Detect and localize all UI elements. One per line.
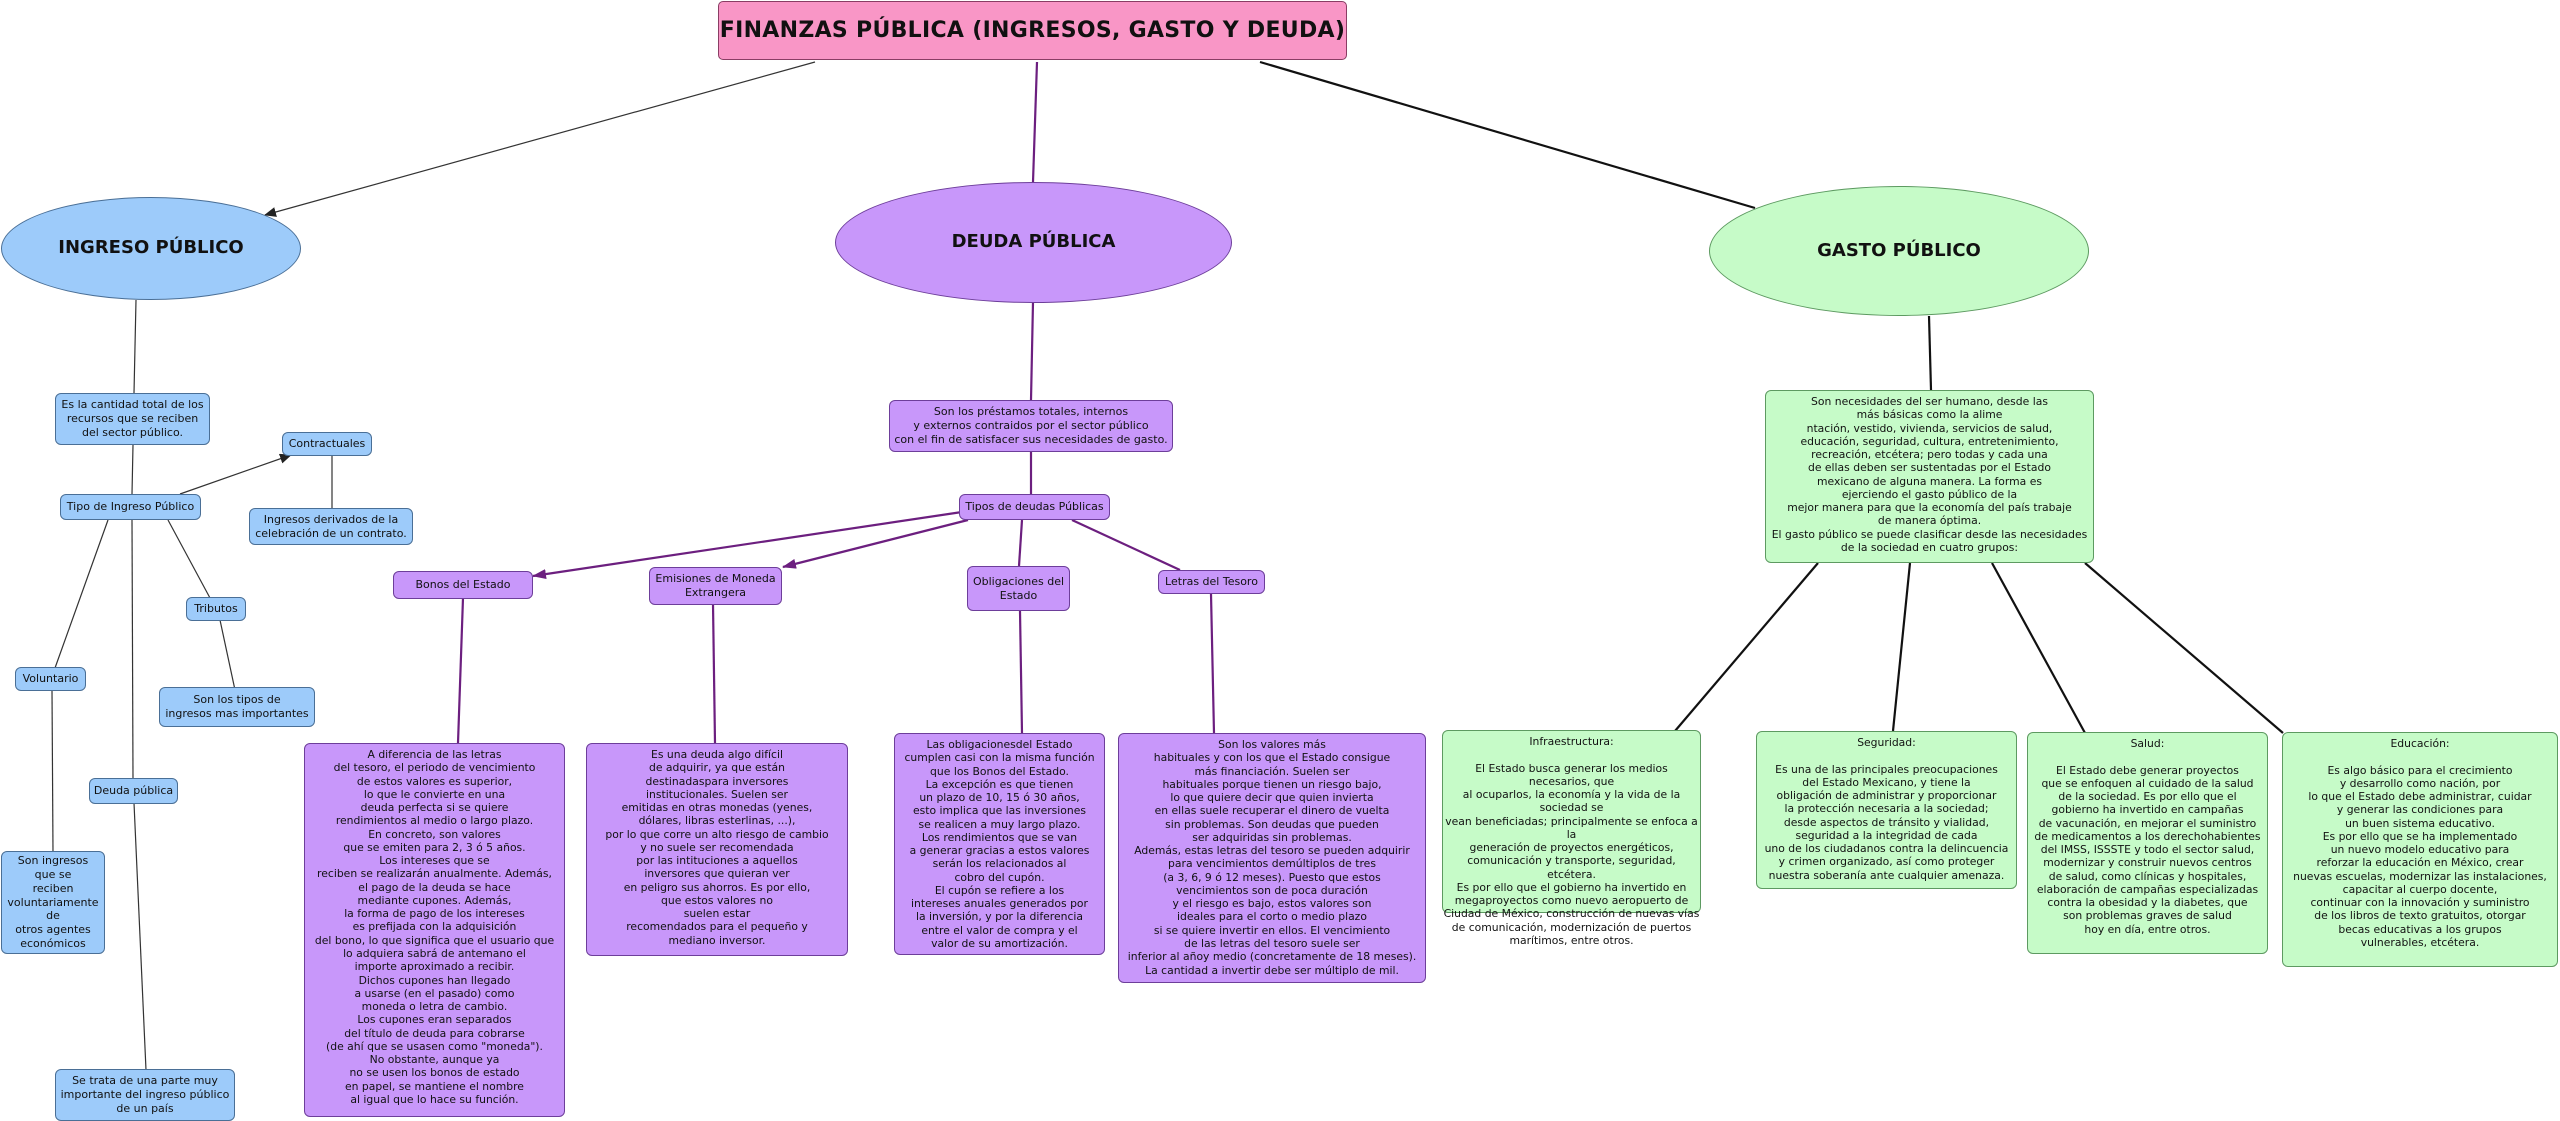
bonos-estado-label: Bonos del Estado [415, 578, 511, 592]
deuda-definition-node: Son los préstamos totales, internos y ex… [889, 400, 1173, 452]
link-tipo-tributos [167, 519, 211, 599]
emisiones-moneda-desc-node: Es una deuda algo difícil de adquirir, y… [586, 743, 848, 956]
tipo-ingreso-node: Tipo de Ingreso Público [60, 494, 201, 520]
tipos-deuda-node: Tipos de deudas Públicas [959, 494, 1110, 520]
voluntario-label: Voluntario [22, 672, 79, 686]
link-tipo-deuda [131, 519, 134, 780]
letras-tesoro-desc-text: Son los valores más habituales y con los… [1127, 738, 1417, 977]
map-title: FINANZAS PÚBLICA (INGRESOS, GASTO Y DEUD… [718, 1, 1347, 60]
letras-tesoro-node: Letras del Tesoro [1158, 570, 1265, 594]
gasto-publico-node: GASTO PÚBLICO [1709, 186, 2089, 316]
emisiones-moneda-label: Emisiones de Moneda Extrangera [655, 572, 776, 599]
tributos-node: Tributos [186, 597, 246, 621]
link-voluntario-desc [51, 689, 54, 854]
ingreso-definition-text: Es la cantidad total de los recursos que… [61, 398, 204, 439]
educacion-node: Educación: Es algo básico para el crecim… [2282, 732, 2558, 967]
obligaciones-estado-desc-node: Las obligacionesdel Estado cumplen casi … [894, 733, 1105, 955]
obligaciones-estado-node: Obligaciones del Estado [967, 566, 1070, 611]
tributos-desc-text: Son los tipos de ingresos mas importante… [165, 693, 309, 720]
link-tipo-voluntario [54, 519, 109, 669]
link-title-deuda [1031, 61, 1039, 183]
ingreso-definition-node: Es la cantidad total de los recursos que… [55, 393, 210, 445]
contractuales-label: Contractuales [288, 437, 366, 451]
link-title-gasto [1259, 60, 1756, 210]
deuda-definition-text: Son los préstamos totales, internos y ex… [894, 405, 1168, 446]
obligaciones-estado-label: Obligaciones del Estado [972, 574, 1065, 602]
deuda-publica-ingreso-node: Deuda pública [89, 778, 178, 804]
link-tipos-emisiones [782, 518, 969, 569]
link-definition-salud [1991, 562, 2086, 734]
educacion-text: Educación: Es algo básico para el crecim… [2293, 737, 2547, 949]
link-obligaciones-desc [1018, 610, 1024, 734]
contractuales-node: Contractuales [282, 432, 372, 456]
ingreso-publico-label: INGRESO PÚBLICO [58, 237, 244, 259]
link-tipos-obligaciones [1017, 519, 1024, 567]
gasto-definition-node: Son necesidades del ser humano, desde la… [1765, 390, 2094, 563]
link-definition-infraestructura [1674, 562, 1819, 732]
link-deuda-definition [1029, 301, 1035, 401]
link-definition-tipo [131, 444, 134, 495]
link-tipos-bonos [532, 510, 963, 580]
link-tipo-contractuales [179, 453, 292, 495]
link-gasto-definition [1927, 315, 1933, 391]
map-title-text: FINANZAS PÚBLICA (INGRESOS, GASTO Y DEUD… [719, 17, 1346, 43]
infraestructura-node: Infraestructura: El Estado busca generar… [1442, 730, 1701, 947]
link-ingreso-definition [133, 299, 137, 394]
link-emisiones-desc [711, 603, 717, 744]
contractuales-desc-node: Ingresos derivados de la celebración de … [249, 508, 413, 545]
salud-node: Salud: El Estado debe generar proyectos … [2027, 732, 2268, 954]
infraestructura-text: Infraestructura: El Estado busca generar… [1443, 735, 1700, 947]
tributos-label: Tributos [194, 602, 238, 616]
tipos-deuda-label: Tipos de deudas Públicas [965, 500, 1104, 514]
link-tipos-letras [1071, 519, 1181, 571]
voluntario-node: Voluntario [15, 667, 86, 691]
link-bonos-desc [456, 597, 465, 744]
deuda-publica-label: DEUDA PÚBLICA [951, 231, 1116, 253]
bonos-estado-desc-node: A diferencia de las letras del tesoro, e… [304, 743, 565, 1117]
emisiones-moneda-node: Emisiones de Moneda Extrangera [649, 567, 782, 605]
contractuales-desc-text: Ingresos derivados de la celebración de … [255, 512, 407, 540]
deuda-publica-ingreso-desc-node: Se trata de una parte muy importante del… [55, 1069, 235, 1121]
voluntario-desc-node: Son ingresos que se reciben voluntariame… [1, 851, 105, 954]
link-title-ingreso [264, 61, 816, 217]
link-definition-seguridad [1891, 562, 1912, 732]
gasto-publico-label: GASTO PÚBLICO [1817, 239, 1981, 261]
obligaciones-estado-desc-text: Las obligacionesdel Estado cumplen casi … [904, 738, 1095, 950]
gasto-definition-text: Son necesidades del ser humano, desde la… [1771, 395, 2088, 554]
seguridad-node: Seguridad: Es una de las principales pre… [1756, 731, 2017, 889]
letras-tesoro-label: Letras del Tesoro [1165, 575, 1258, 589]
bonos-estado-desc-text: A diferencia de las letras del tesoro, e… [314, 748, 555, 1106]
letras-tesoro-desc-node: Son los valores más habituales y con los… [1118, 733, 1426, 983]
seguridad-text: Seguridad: Es una de las principales pre… [1764, 736, 2009, 882]
ingreso-publico-node: INGRESO PÚBLICO [1, 197, 301, 300]
emisiones-moneda-desc-text: Es una deuda algo difícil de adquirir, y… [605, 748, 829, 947]
salud-text: Salud: El Estado debe generar proyectos … [2034, 737, 2261, 936]
voluntario-desc-text: Son ingresos que se reciben voluntariame… [7, 854, 99, 950]
deuda-publica-ingreso-label: Deuda pública [93, 784, 174, 798]
link-letras-desc [1209, 593, 1216, 734]
link-definition-educacion [2084, 562, 2284, 734]
tributos-desc-node: Son los tipos de ingresos mas importante… [159, 687, 315, 727]
deuda-publica-ingreso-desc-text: Se trata de una parte muy importante del… [60, 1074, 230, 1115]
deuda-publica-node: DEUDA PÚBLICA [835, 182, 1232, 303]
link-deuda-desc [133, 802, 147, 1071]
link-tributos-desc [219, 619, 236, 691]
bonos-estado-node: Bonos del Estado [393, 571, 533, 599]
tipo-ingreso-label: Tipo de Ingreso Público [66, 500, 195, 514]
